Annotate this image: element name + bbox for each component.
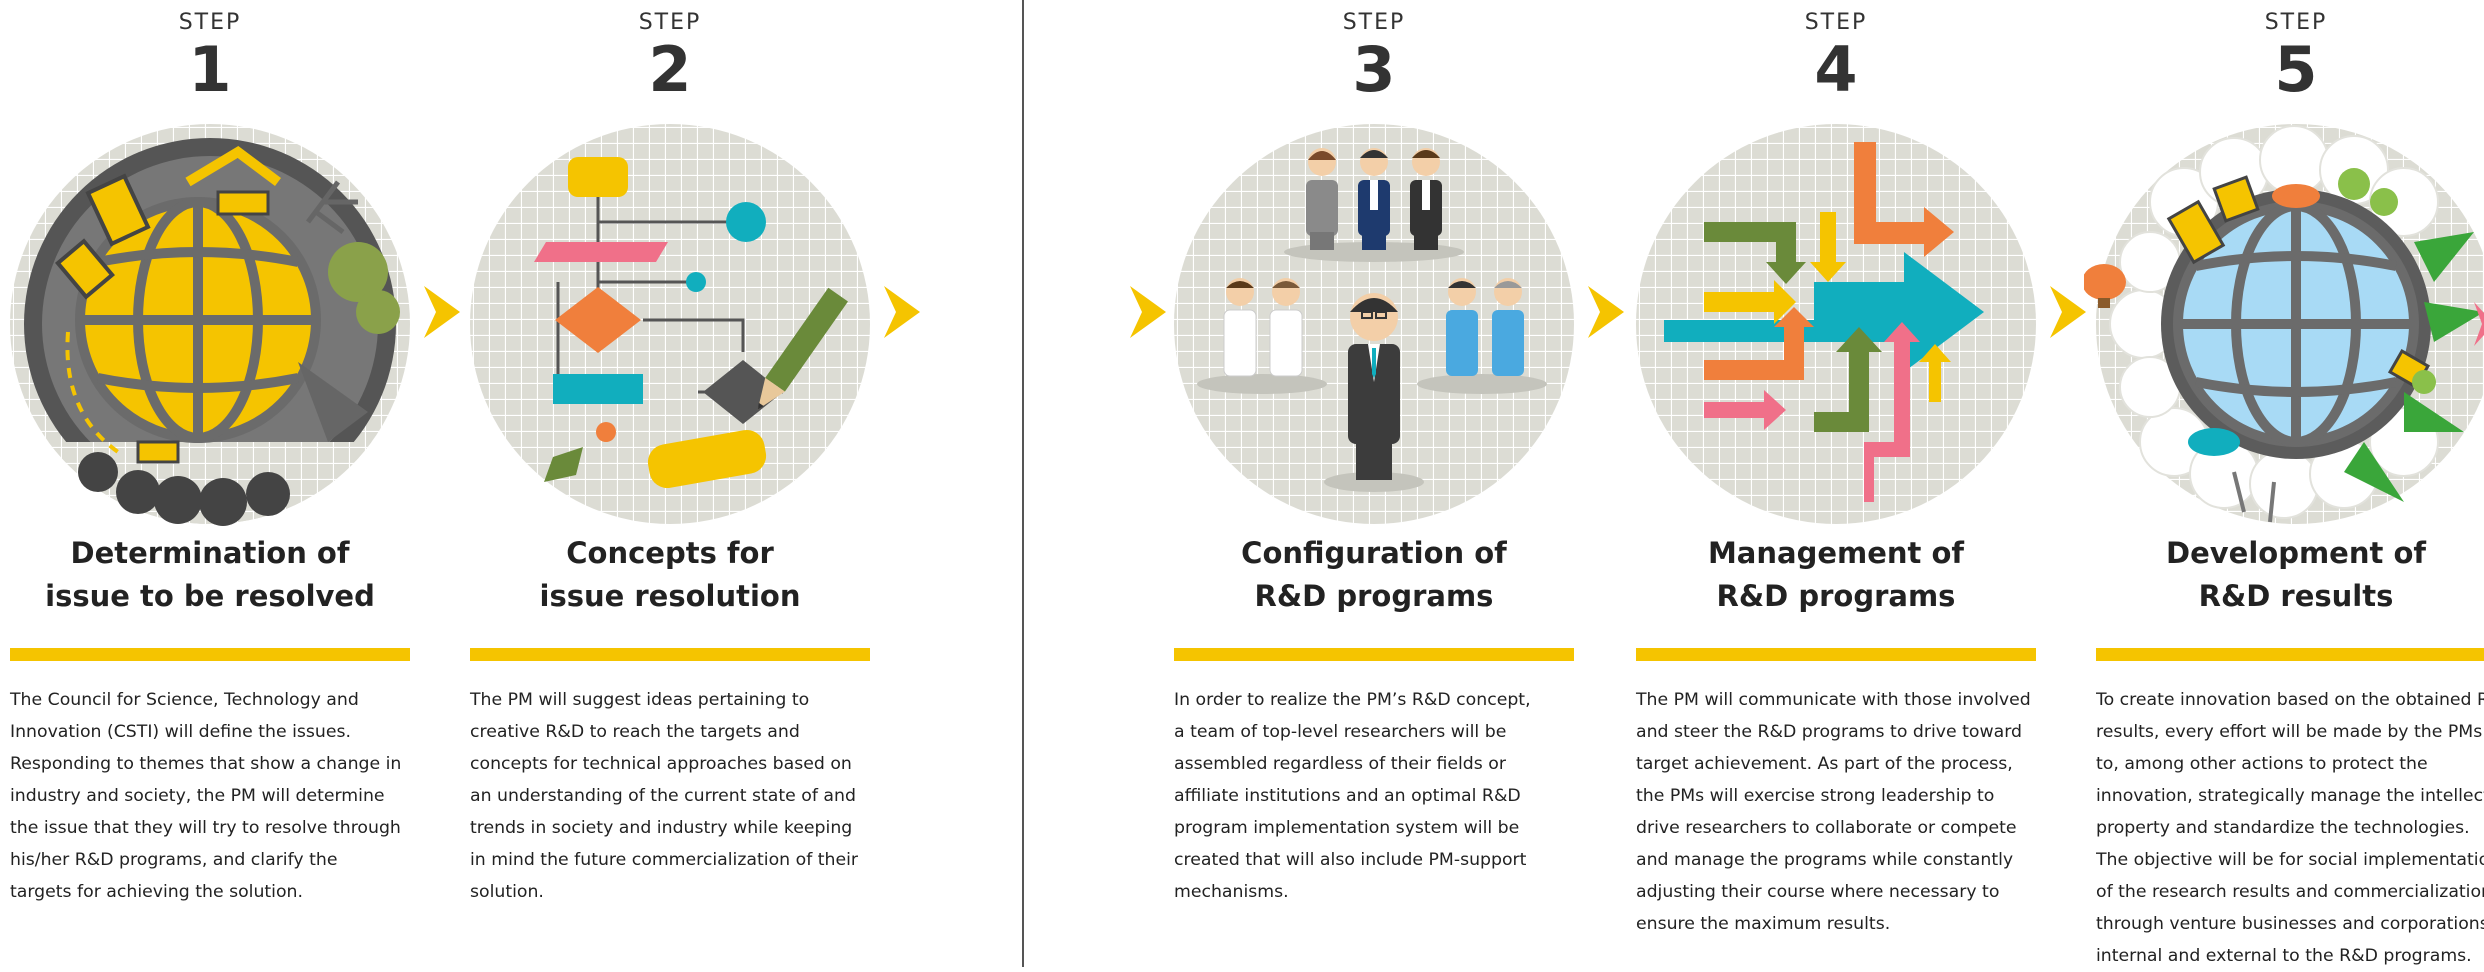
description-line: property and standardize the technologie… [2096,818,2470,838]
description-line: program implementation system will be [1174,818,1520,838]
description-line: The Council for Science, Technology and [10,690,359,710]
description-line: created that will also include PM-suppor… [1174,850,1527,870]
description-line: concepts for technical approaches based … [470,754,852,774]
step-number: 2 [648,33,692,106]
description-line: of the research results and commercializ… [2096,882,2484,902]
step-title: Determination of issue to be resolved [0,532,430,618]
description-line: The PM will communicate with those invol… [1636,690,2031,710]
description-line: and steer the R&D programs to drive towa… [1636,722,2022,742]
step-label: STEP [1804,10,1868,35]
chevron-right-icon [2050,286,2086,338]
step-label: STEP [1342,10,1406,35]
description-line: targets for achieving the solution. [10,882,303,902]
chevron-right-icon [1588,286,1624,338]
step-title-line: R&D results [2198,579,2394,613]
step-title-line: Configuration of [1241,536,1507,570]
step-number: 4 [1814,33,1858,106]
description-line: in mind the future commercialization of … [470,850,859,870]
description-line: his/her R&D programs, and clarify the [10,850,338,870]
description-line: innovation, strategically manage the int… [2096,786,2484,806]
step-label: STEP [178,10,242,35]
step-title-line: Development of [2166,536,2426,570]
step-number: 5 [2274,33,2318,106]
step-divider-bar [10,648,410,661]
description-line: a team of top-level researchers will be [1174,722,1507,742]
step-description: The PM will suggest ideas pertaining to … [470,684,870,908]
step-title: Management of R&D programs [1616,532,2056,618]
step-title-line: Management of [1707,536,1965,570]
description-line: the PMs will exercise strong leadership … [1636,786,1995,806]
step-title-line: Determination of [70,536,350,570]
description-line: ensure the maximum results. [1636,914,1891,934]
description-line: internal and external to the R&D program… [2096,946,2472,966]
step-divider-bar [2096,648,2484,661]
description-line: To create innovation based on the obtain… [2096,690,2484,710]
description-line: The PM will suggest ideas pertaining to [470,690,810,710]
description-line: creative R&D to reach the targets and [470,722,800,742]
step-title-line: R&D programs [1254,579,1494,613]
description-line: Responding to themes that show a change … [10,754,402,774]
step-description: In order to realize the PM’s R&D concept… [1174,684,1574,908]
step-title-line: issue to be resolved [45,579,375,613]
step-divider-bar [1174,648,1574,661]
description-line: drive researchers to collaborate or comp… [1636,818,2017,838]
description-line: an understanding of the current state of… [470,786,856,806]
description-line: Innovation (CSTI) will define the issues… [10,722,351,742]
research-team-icon [1174,124,1574,524]
description-line: the issue that they will try to resolve … [10,818,401,838]
step-title: Development of R&D results [2076,532,2484,618]
step-title-line: R&D programs [1716,579,1956,613]
description-line: affiliate institutions and an optimal R&… [1174,786,1521,806]
description-line: to, among other actions to protect the [2096,754,2428,774]
step-label: STEP [638,10,702,35]
step-number: 1 [188,33,232,106]
green-globe-icon [2084,124,2484,524]
step-description: The Council for Science, Technology and … [10,684,410,908]
flowchart-pencil-icon [470,124,870,524]
step-label: STEP [2264,10,2328,35]
converging-arrows-icon [1636,124,2036,524]
description-line: industry and society, the PM will determ… [10,786,385,806]
step-description: To create innovation based on the obtain… [2096,684,2484,972]
step-title-line: Concepts for [566,536,774,570]
chevron-right-icon [424,286,460,338]
description-line: In order to realize the PM’s R&D concept… [1174,690,1531,710]
step-divider-bar [1636,648,2036,661]
step-description: The PM will communicate with those invol… [1636,684,2036,940]
step-title-line: issue resolution [539,579,801,613]
description-line: and manage the programs while constantly [1636,850,2014,870]
step-title: Concepts for issue resolution [450,532,890,618]
chevron-right-icon [1130,286,1166,338]
description-line: assembled regardless of their fields or [1174,754,1506,774]
section-divider [1022,0,1024,967]
description-line: target achievement. As part of the proce… [1636,754,2013,774]
step-number: 3 [1352,33,1396,106]
description-line: adjusting their course where necessary t… [1636,882,2000,902]
chevron-right-icon [884,286,920,338]
globe-construction-icon [10,124,410,526]
description-line: results, every effort will be made by th… [2096,722,2483,742]
step-divider-bar [470,648,870,661]
description-line: mechanisms. [1174,882,1289,902]
description-line: solution. [470,882,544,902]
description-line: The objective will be for social impleme… [2096,850,2484,870]
description-line: trends in society and industry while kee… [470,818,853,838]
description-line: through venture businesses and corporati… [2096,914,2484,934]
step-title: Configuration of R&D programs [1154,532,1594,618]
